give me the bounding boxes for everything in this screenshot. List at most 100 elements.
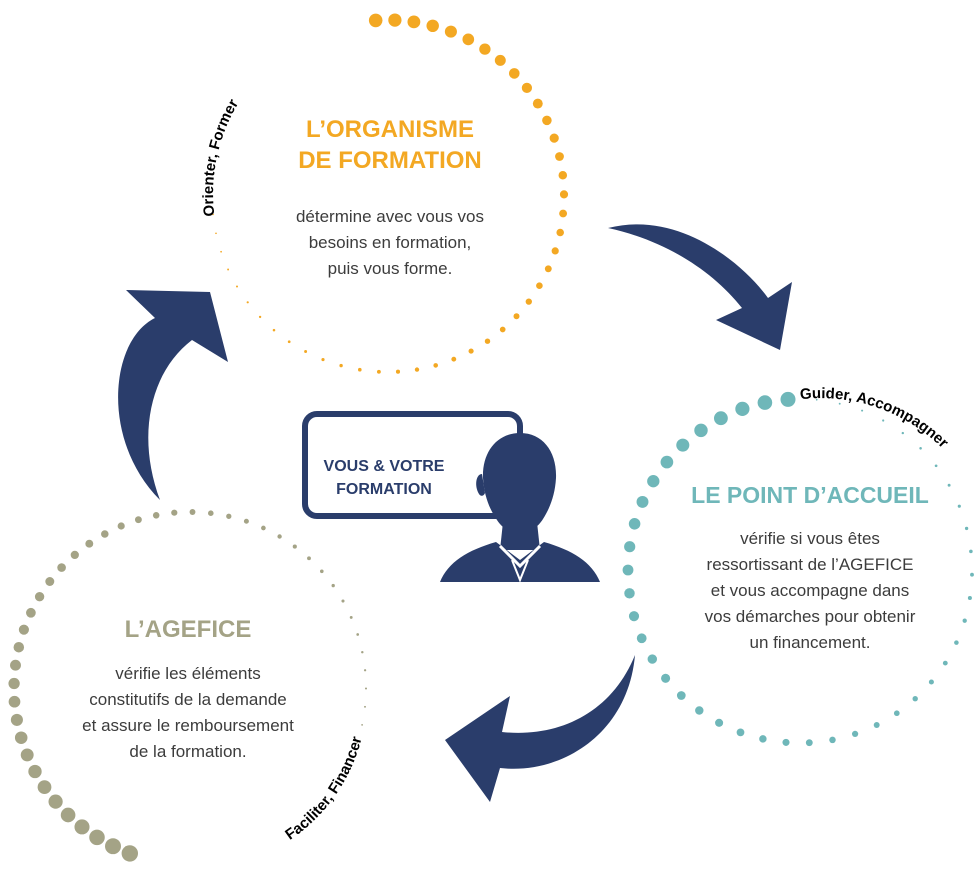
organisme-dot xyxy=(513,313,520,320)
organisme-dot xyxy=(559,209,568,218)
organisme-dot xyxy=(272,328,276,332)
organisme-dot xyxy=(376,369,381,374)
accueil-dot xyxy=(676,438,690,452)
arrow-agefice-to-organisme xyxy=(118,290,228,500)
accueil-dot xyxy=(759,735,767,743)
agefice-desc-line4: de la formation. xyxy=(129,742,246,761)
agefice-dot xyxy=(292,544,297,549)
accueil-dot xyxy=(805,739,813,747)
agefice-dot xyxy=(134,516,142,524)
organisme-dot xyxy=(414,367,420,372)
accueil-dot xyxy=(954,640,959,645)
agefice-dot xyxy=(26,607,36,618)
organisme-arc-label: Orienter, Former xyxy=(200,96,242,217)
organisme-title-line2: DE FORMATION xyxy=(298,147,482,174)
accueil-dot xyxy=(624,541,636,553)
organisme-dot xyxy=(551,247,559,255)
accueil-dot xyxy=(829,736,836,744)
agefice-dot xyxy=(45,577,55,586)
accueil-dot xyxy=(934,464,938,468)
agefice-dot xyxy=(261,525,266,531)
organisme-dot xyxy=(426,19,439,33)
arrow-organisme-to-accueil xyxy=(608,224,792,350)
agefice-dot xyxy=(361,650,364,654)
organisme-dot xyxy=(479,43,491,55)
accueil-dot xyxy=(919,447,922,450)
agefice-dot xyxy=(85,539,94,548)
organisme-dot xyxy=(556,228,564,237)
organisme-dot xyxy=(304,350,308,353)
accueil-dot xyxy=(957,504,961,508)
organisme-dot xyxy=(525,298,532,305)
accueil-dot xyxy=(947,483,951,487)
accueil-dot xyxy=(893,710,900,717)
organisme-dot xyxy=(368,13,383,28)
organisme-dot xyxy=(321,358,325,362)
organisme-dot xyxy=(484,338,491,344)
agefice-dot xyxy=(18,624,29,635)
accueil-dot xyxy=(928,679,934,685)
accueil-dot xyxy=(695,706,704,715)
organisme-dot xyxy=(227,268,230,271)
center-line2: FORMATION xyxy=(336,481,432,498)
organisme-desc-line1: détermine avec vous vos xyxy=(296,207,484,226)
accueil-title: LE POINT D’ACCUEIL xyxy=(691,482,929,508)
agefice-dot xyxy=(171,509,178,516)
agefice-dot xyxy=(356,741,359,744)
accueil-dot xyxy=(628,611,640,622)
organisme-dot xyxy=(559,190,569,199)
agefice-dot xyxy=(364,705,366,708)
organisme-dot xyxy=(555,152,564,161)
organisme-title-line1: L’ORGANISME xyxy=(306,116,474,143)
arrow-accueil-to-agefice xyxy=(445,655,635,802)
organisme-dot xyxy=(388,13,402,27)
organisme-dot xyxy=(246,301,249,304)
organisme-dot xyxy=(444,25,457,38)
person-silhouette-icon xyxy=(440,433,602,583)
accueil-arc-label: Guider, Accompagner xyxy=(799,385,951,451)
organisme-dot xyxy=(462,33,475,46)
agefice-dot xyxy=(60,807,76,823)
accueil-dot xyxy=(647,654,658,664)
agefice-dot xyxy=(20,748,34,762)
accueil-dot xyxy=(715,718,724,727)
accueil-dot xyxy=(676,691,686,700)
agefice-dot xyxy=(8,695,21,708)
organisme-dot xyxy=(521,82,533,94)
accueil-dot xyxy=(901,431,904,435)
agefice-dot xyxy=(48,794,63,809)
organisme-dot xyxy=(499,326,506,333)
accueil-dot xyxy=(628,518,641,530)
agefice-dot xyxy=(28,764,42,779)
organisme-dot xyxy=(468,348,474,354)
accueil-desc-line2: ressortissant de l’AGEFICE xyxy=(707,555,914,574)
organisme-dot xyxy=(549,133,559,143)
accueil-dot xyxy=(661,673,671,683)
organisme-dot xyxy=(220,250,222,253)
agefice-dot xyxy=(70,550,79,560)
accueil-dot xyxy=(782,738,790,746)
organisme-dot xyxy=(358,367,362,372)
accueil-dot xyxy=(861,409,864,412)
organisme-dot xyxy=(536,282,543,290)
accueil-dot xyxy=(912,696,918,702)
organisme-dot xyxy=(395,369,401,374)
agefice-dot xyxy=(364,687,368,690)
agefice-dot xyxy=(121,845,138,862)
agefice-dot xyxy=(37,780,52,794)
agefice-dot xyxy=(89,829,105,846)
accueil-dot xyxy=(713,411,728,426)
organisme-dot xyxy=(451,356,457,362)
agefice-dot xyxy=(74,819,90,835)
agefice-dotted-circle xyxy=(8,509,368,862)
accueil-dot xyxy=(964,526,969,531)
accueil-dot xyxy=(757,395,773,410)
agefice-dot xyxy=(34,592,45,602)
accueil-dot xyxy=(882,419,885,422)
agefice-desc-line3: et assure le remboursement xyxy=(82,716,294,735)
accueil-dot xyxy=(962,618,967,623)
accueil-dot xyxy=(735,401,750,416)
accueil-dot xyxy=(622,564,634,576)
accueil-dot xyxy=(967,595,972,601)
